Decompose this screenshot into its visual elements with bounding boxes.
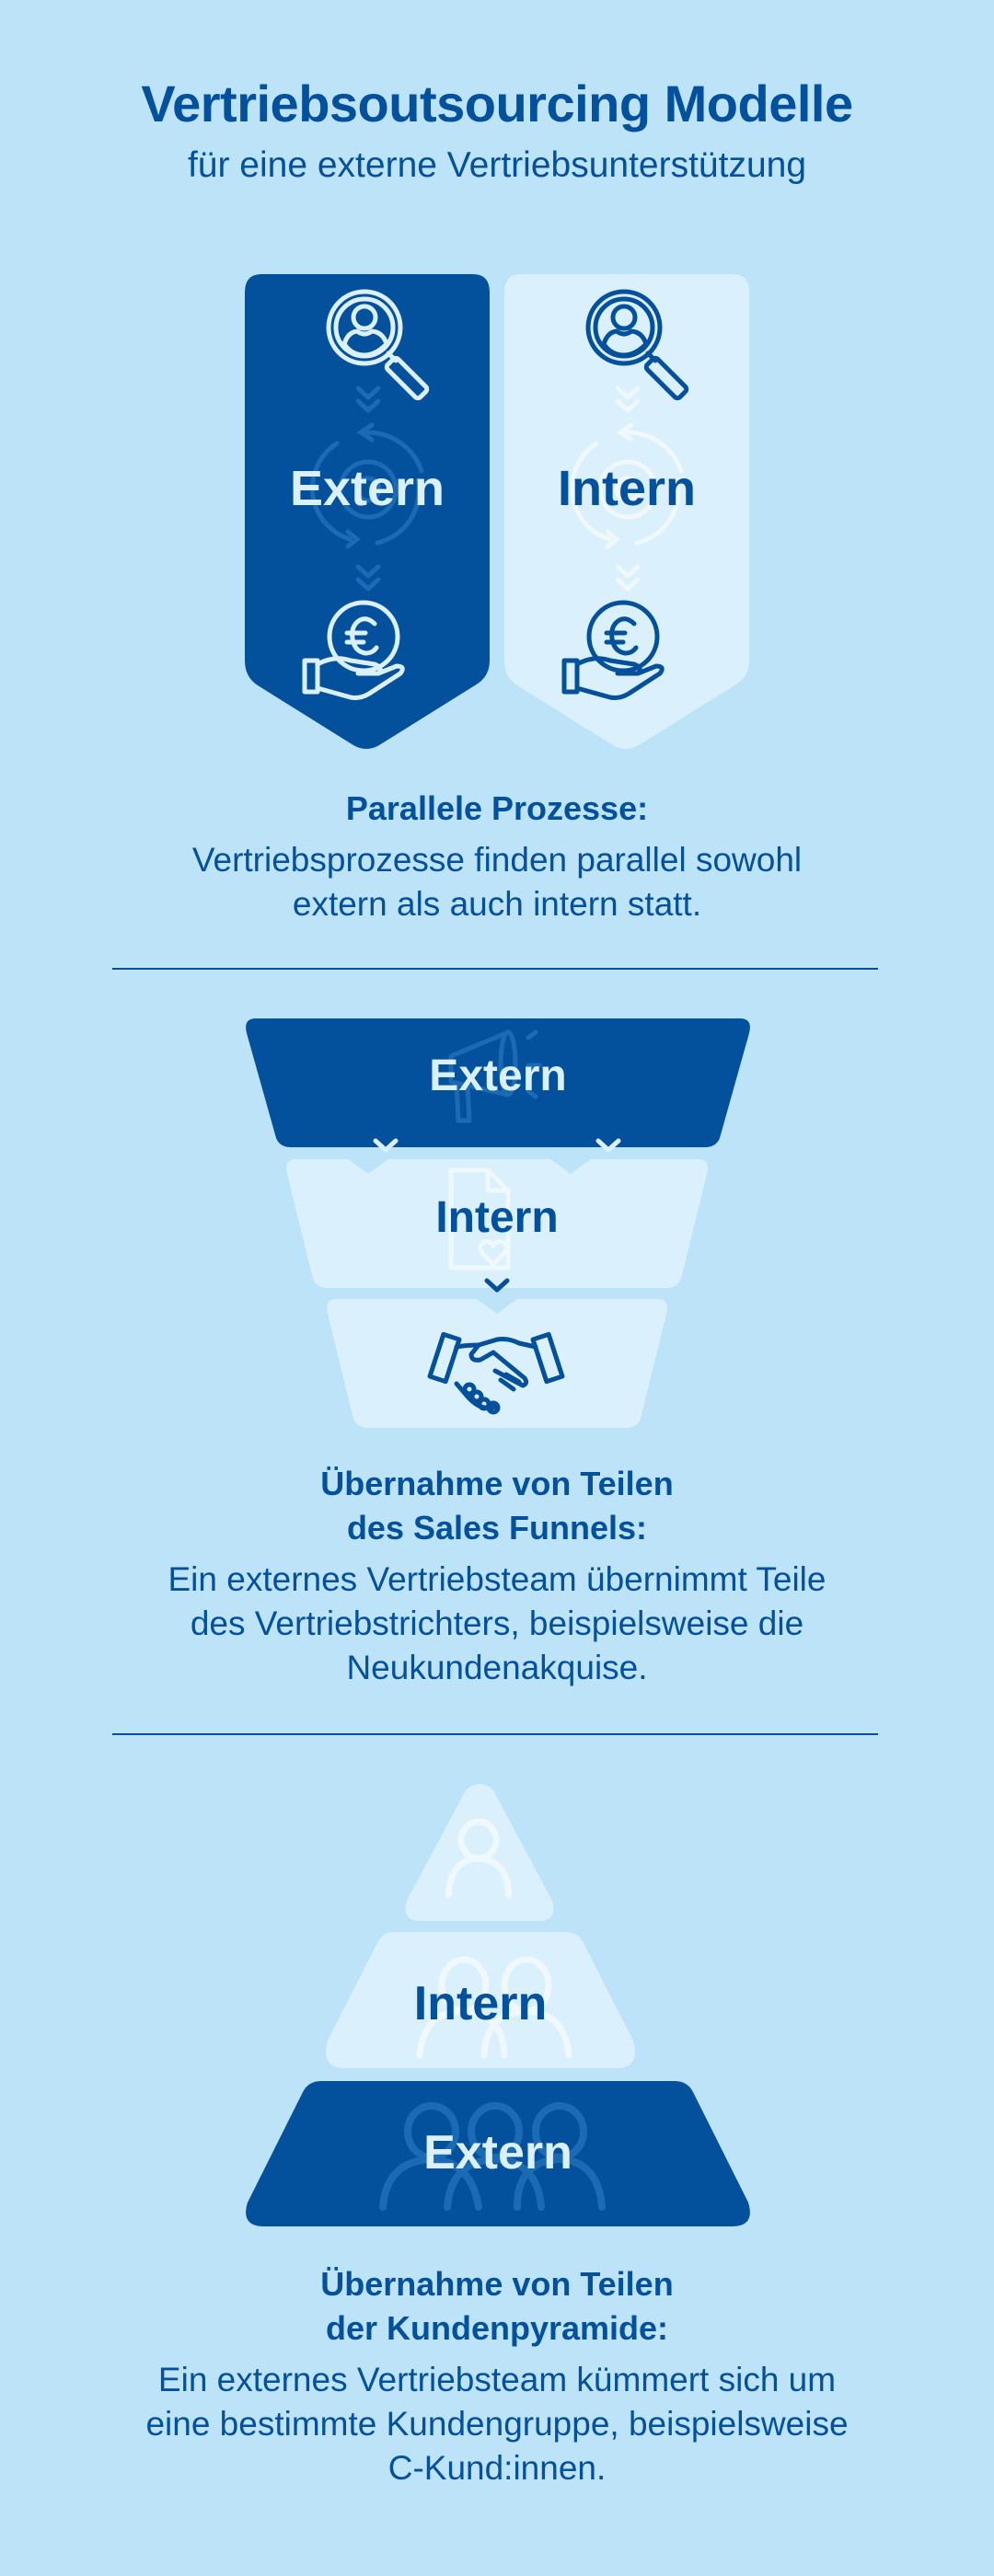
document-heart-icon [448, 1167, 511, 1271]
chevron-down-icon [355, 385, 381, 413]
pyramid-level-top [405, 1784, 554, 1921]
funnel-level-deal [327, 1299, 667, 1428]
section3-heading-line-2: der Kundenpyramide: [325, 2309, 669, 2347]
extern-column-label: Extern [289, 461, 445, 516]
page-title: Vertriebsoutsourcing Modelle [141, 75, 853, 132]
search-person-icon [585, 289, 689, 401]
funnel-intern-label: Intern [435, 1193, 559, 1242]
section-divider [112, 968, 878, 970]
intern-column-label: Intern [557, 461, 696, 516]
section2-text-line-1: Ein externes Vertriebsteam übernimmt Tei… [168, 1560, 826, 1598]
section3-text-line-1: Ein externes Vertriebsteam kümmert sich … [157, 2361, 837, 2398]
chevron-down-icon [595, 1138, 621, 1153]
section2-heading-line-1: Übernahme von Teilen [320, 1465, 674, 1502]
euro-hand-icon [561, 600, 665, 700]
section1-text-line-2: extern als auch intern statt. [292, 885, 702, 923]
three-persons-icon [379, 2102, 606, 2211]
section2-heading-line-2: des Sales Funnels: [346, 1509, 648, 1547]
section1-heading: Parallele Prozesse: [345, 789, 649, 827]
megaphone-icon [448, 1029, 542, 1123]
section2-text-line-3: Neukundenakquise. [346, 1649, 648, 1686]
euro-hand-icon [302, 600, 405, 700]
section3-text-line-3: C-Kund:innen. [387, 2449, 607, 2487]
two-persons-icon [416, 1956, 572, 2059]
pyramid-extern-label: Extern [423, 2126, 572, 2179]
extern-column [245, 274, 490, 749]
chevron-down-icon [484, 1278, 510, 1293]
section-divider [112, 1733, 878, 1735]
gear-cycle-icon [310, 422, 424, 549]
person-icon [445, 1818, 513, 1899]
chevron-down-icon [373, 1138, 399, 1153]
section3-heading-line-1: Übernahme von Teilen [320, 2265, 674, 2303]
page-subtitle: für eine externe Vertriebsunterstützung [187, 145, 807, 185]
pyramid-intern-label: Intern [413, 1977, 548, 2030]
section3-text-line-2: eine bestimmte Kundengruppe, beispielswe… [145, 2405, 849, 2443]
funnel-level-extern [246, 1018, 750, 1147]
intern-column [504, 274, 749, 749]
gear-cycle-icon [570, 422, 684, 549]
funnel-extern-label: Extern [429, 1052, 567, 1100]
chevron-down-icon [615, 385, 641, 413]
section2-text-line-2: des Vertriebstrichters, beispielsweise d… [190, 1604, 804, 1642]
chevron-down-icon [615, 564, 641, 592]
search-person-icon [326, 289, 430, 401]
chevron-down-icon [355, 564, 381, 592]
funnel-level-intern [286, 1159, 708, 1288]
section1-text-line-1: Vertriebsprozesse finden parallel sowohl [191, 841, 803, 879]
handshake-icon [427, 1331, 565, 1415]
